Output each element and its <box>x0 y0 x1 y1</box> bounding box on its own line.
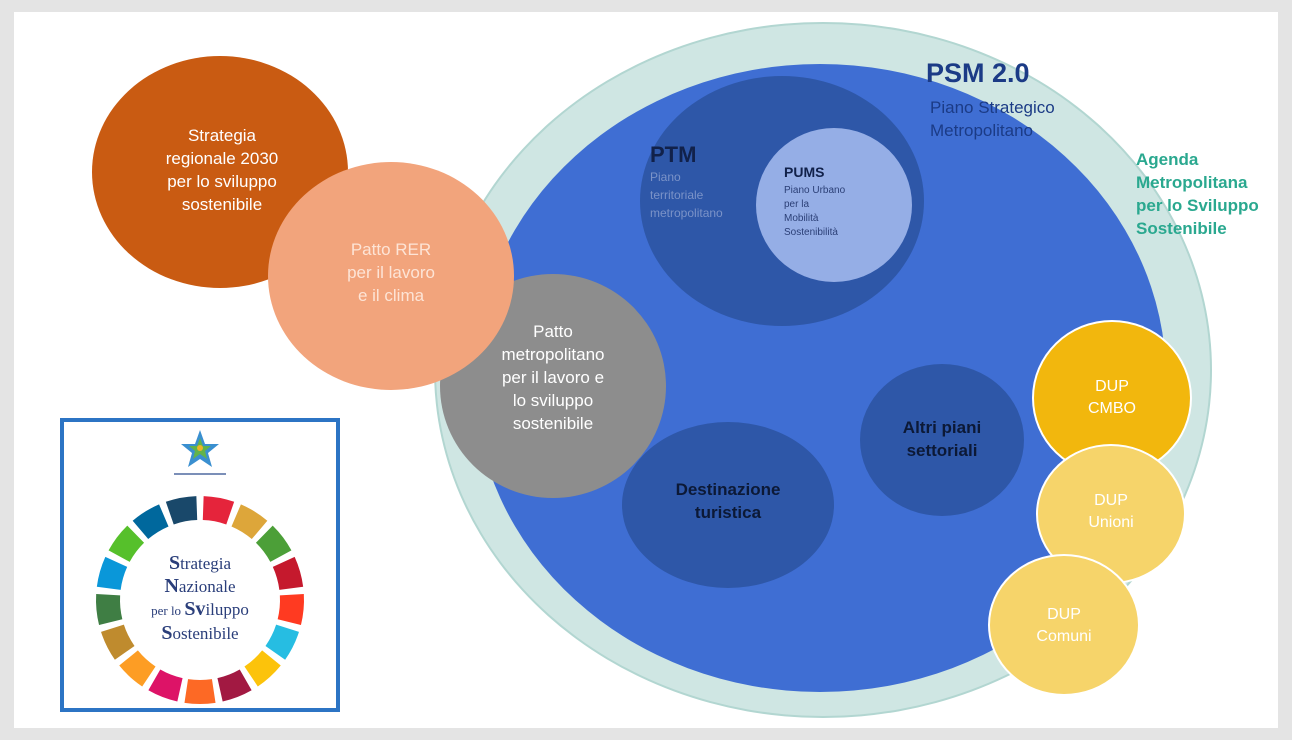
agenda-label-line: Sostenibile <box>1136 219 1227 238</box>
dup-unioni-line: DUP <box>1094 492 1128 509</box>
psm-subtitle: Piano Strategico Metropolitano <box>930 96 1055 142</box>
dup-comuni-circle <box>988 554 1140 696</box>
dup-cmbo-label: DUP CMBO <box>1044 376 1180 420</box>
altri-line: Altri piani <box>902 418 982 437</box>
pums-subtitle-line: per la <box>784 199 810 210</box>
sdg-ring-graphic <box>96 496 304 704</box>
patto-rer-line: per il lavoro <box>347 263 435 282</box>
dup-unioni-line: Unioni <box>1088 514 1134 531</box>
agenda-label-line: Metropolitana <box>1136 173 1248 192</box>
sdg-ring-segment <box>184 679 216 704</box>
psm-title: PSM 2.0 <box>926 58 1030 88</box>
logo-initial: N <box>164 575 179 597</box>
sdg-ring-segment <box>244 650 281 687</box>
strategia-line: Strategia <box>187 126 257 145</box>
logo-initial: Sv <box>184 598 206 620</box>
sdg-ring-segment <box>132 504 169 540</box>
patto-rer-line: Patto RER <box>350 240 432 259</box>
sdg-ring-segment <box>108 525 145 562</box>
dup-cmbo-line: CMBO <box>1088 400 1136 417</box>
sdg-ring-segment <box>217 669 252 702</box>
diagram-canvas: PSM 2.0 Piano Strategico Metropolitano A… <box>14 12 1278 728</box>
patto-metro-line: lo sviluppo <box>512 391 594 410</box>
logo-rest: azionale <box>178 577 236 596</box>
destinazione-turistica-label: Destinazione turistica <box>630 478 826 524</box>
pums-circle <box>756 128 912 282</box>
altri-piani-label: Altri piani settoriali <box>866 416 1018 462</box>
patto-rer-circle <box>268 162 514 390</box>
snsvs-logo-text: Strategia Nazionale per lo Sviluppo Sost… <box>134 552 266 645</box>
logo-line: per lo Sviluppo <box>134 598 266 622</box>
ptm-subtitle-line: metropolitano <box>650 206 723 220</box>
snsvs-logo-graphic <box>96 430 304 704</box>
strategia-line: sostenibile <box>181 195 263 214</box>
pums-subtitle-line: Mobilità <box>784 213 819 224</box>
patto-rer-line: e il clima <box>357 286 425 305</box>
agenda-label-line: per lo Sviluppo <box>1136 196 1259 215</box>
patto-metropolitano-label: Patto metropolitano per il lavoro e lo s… <box>450 320 656 435</box>
logo-line: Strategia <box>134 552 266 575</box>
destinazione-turistica-circle <box>622 422 834 588</box>
ptm-subtitle-line: Piano <box>650 170 681 184</box>
ptm-title: PTM <box>650 142 697 167</box>
sdg-ring-segment <box>202 496 235 525</box>
logo-line: Sostenibile <box>134 622 266 645</box>
ptm-subtitle: Piano territoriale metropolitano <box>650 168 723 222</box>
strategia-regionale-label: Strategia regionale 2030 per lo sviluppo… <box>112 124 332 216</box>
strategia-line: per lo sviluppo <box>167 172 277 191</box>
psm-subtitle-line: Metropolitano <box>930 121 1034 140</box>
dup-unioni-label: DUP Unioni <box>1044 490 1178 534</box>
sdg-ring-segment <box>277 594 304 625</box>
pums-title: PUMS <box>784 164 825 180</box>
logo-rest: trategia <box>180 554 232 573</box>
sdg-ring-segment <box>272 556 304 590</box>
sdg-ring-segment <box>119 650 156 687</box>
agenda-label: Agenda Metropolitana per lo Sviluppo Sos… <box>1136 148 1259 240</box>
pums-subtitle-line: Sostenibilità <box>784 227 838 238</box>
patto-metro-line: per il lavoro e <box>501 368 605 387</box>
dup-comuni-line: Comuni <box>1036 628 1092 645</box>
logo-initial: S <box>161 622 173 644</box>
sdg-ring-segment <box>265 624 299 660</box>
logo-rest: ostenibile <box>172 624 239 643</box>
dup-comuni-label: DUP Comuni <box>996 604 1132 648</box>
star-logo-icon <box>174 430 226 475</box>
sdg-ring-segment <box>148 669 183 702</box>
sdg-ring-segment <box>101 624 135 660</box>
agenda-label-line: Agenda <box>1136 150 1199 169</box>
strategia-line: regionale 2030 <box>165 149 279 168</box>
logo-rest: iluppo <box>205 600 249 619</box>
sdg-ring-segment <box>231 504 268 540</box>
pums-subtitle: Piano Urbano per la Mobilità Sostenibili… <box>784 184 845 240</box>
patto-rer-label: Patto RER per il lavoro e il clima <box>296 238 486 307</box>
altri-line: settoriali <box>906 441 978 460</box>
dup-comuni-line: DUP <box>1047 606 1081 623</box>
destinazione-line: turistica <box>694 503 762 522</box>
logo-initial: S <box>168 552 181 574</box>
sdg-ring-segment <box>96 594 123 625</box>
psm-subtitle-line: Piano Strategico <box>930 98 1055 117</box>
patto-metro-line: Patto <box>533 322 573 341</box>
ptm-subtitle-line: territoriale <box>650 188 704 202</box>
dup-cmbo-line: DUP <box>1095 378 1129 395</box>
pums-subtitle-line: Piano Urbano <box>784 185 846 196</box>
patto-metro-line: sostenibile <box>512 414 594 433</box>
logo-prefix: per lo <box>151 603 185 618</box>
destinazione-line: Destinazione <box>675 480 781 499</box>
altri-piani-circle <box>860 364 1024 516</box>
snsvs-logo-box: Strategia Nazionale per lo Sviluppo Sost… <box>60 418 340 712</box>
sdg-ring-segment <box>96 556 128 590</box>
sdg-ring-segment <box>165 496 198 525</box>
sdg-ring-segment <box>255 525 292 562</box>
patto-metro-line: metropolitano <box>501 345 605 364</box>
logo-line: Nazionale <box>134 575 266 598</box>
